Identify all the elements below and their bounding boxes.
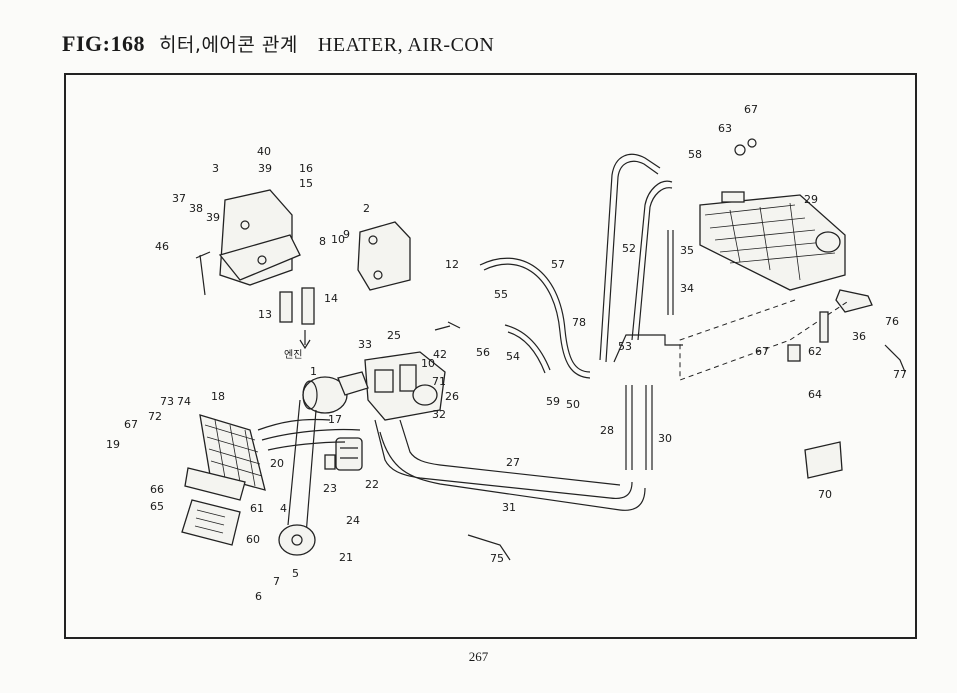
- callout: 28: [600, 424, 614, 437]
- figure-number: FIG:168: [62, 31, 145, 56]
- callout: 70: [818, 488, 832, 501]
- callout: 26: [445, 390, 459, 403]
- callout: 58: [688, 148, 702, 161]
- callout: 16: [299, 162, 313, 175]
- callout: 77: [893, 368, 907, 381]
- callout: 34: [680, 282, 694, 295]
- callout: 46: [155, 240, 169, 253]
- page-number: 267: [468, 649, 489, 664]
- callout-labels: 67 63 58 29 52 35 34 76 36 77 62 67 64 7…: [106, 103, 907, 603]
- figure-title: FIG:168 히터,에어콘 관계 HEATER, AIR-CON: [62, 30, 494, 57]
- tube: [819, 311, 829, 343]
- callout: 54: [506, 350, 520, 363]
- callout: 5: [292, 567, 299, 580]
- callout: 1: [310, 365, 317, 378]
- wire: [884, 344, 906, 373]
- callout: 38: [189, 202, 203, 215]
- bracket-assembly: [195, 189, 411, 350]
- callout: 55: [494, 288, 508, 301]
- valve-cluster: [364, 321, 461, 421]
- callout: 53: [618, 340, 632, 353]
- callout: 57: [551, 258, 565, 271]
- callout: 17: [328, 413, 342, 426]
- engine-label: 엔진: [284, 349, 302, 361]
- callout: 39: [258, 162, 272, 175]
- callout: 67: [755, 345, 769, 358]
- switch: [787, 344, 801, 362]
- callout: 8: [319, 235, 326, 248]
- dashed-guide: [679, 299, 851, 381]
- callout: 75: [490, 552, 504, 565]
- callout: 40: [257, 145, 271, 158]
- callout: 63: [718, 122, 732, 135]
- caution-label: [804, 441, 843, 479]
- callout: 39: [206, 211, 220, 224]
- callout: 4: [280, 502, 287, 515]
- callout: 59: [546, 395, 560, 408]
- callout: 25: [387, 329, 401, 342]
- callout: 20: [270, 457, 284, 470]
- callout: 32: [432, 408, 446, 421]
- diagram-frame: [64, 73, 917, 639]
- callout: 10: [421, 357, 435, 370]
- callout: 31: [502, 501, 516, 514]
- condenser: [181, 414, 266, 546]
- callout: 21: [339, 551, 353, 564]
- callout: 29: [804, 193, 818, 206]
- title-english: HEATER, AIR-CON: [317, 34, 495, 56]
- callout: 60: [246, 533, 260, 546]
- callout: 10: [331, 233, 345, 246]
- callout: 62: [808, 345, 822, 358]
- callout: 66: [150, 483, 164, 496]
- callout: 3: [212, 162, 219, 175]
- callout: 27: [506, 456, 520, 469]
- callout: 72: [148, 410, 162, 423]
- callout: 50: [566, 398, 580, 411]
- callout: 24: [346, 514, 360, 527]
- callout: 36: [852, 330, 866, 343]
- callout: 18: [211, 390, 225, 403]
- callout: 23: [323, 482, 337, 495]
- evaporator-unit: [699, 138, 873, 313]
- callout: 2: [363, 202, 370, 215]
- callout: 9: [343, 228, 350, 241]
- callout: 33: [358, 338, 372, 351]
- callout: 42: [433, 348, 447, 361]
- callout: 35: [680, 244, 694, 257]
- callout: 14: [324, 292, 338, 305]
- hose-lines: [479, 153, 674, 379]
- rod: [467, 534, 511, 561]
- callout: 52: [622, 242, 636, 255]
- callout: 61: [250, 502, 264, 515]
- receiver-drier: [324, 437, 363, 471]
- callout: 12: [445, 258, 459, 271]
- callout: 6: [255, 590, 262, 603]
- callout: 37: [172, 192, 186, 205]
- callout: 67: [744, 103, 758, 116]
- callout: 76: [885, 315, 899, 328]
- title-korean: 히터,에어콘 관계: [158, 34, 298, 56]
- callout: 19: [106, 438, 120, 451]
- refrigerant-pipes: [257, 385, 653, 511]
- callout: 15: [299, 177, 313, 190]
- callout: 56: [476, 346, 490, 359]
- callout: 78: [572, 316, 586, 329]
- compressor: [278, 371, 369, 556]
- callout: 71: [432, 375, 446, 388]
- callout: 22: [365, 478, 379, 491]
- callout: 65: [150, 500, 164, 513]
- callout: 30: [658, 432, 672, 445]
- callout: 67: [124, 418, 138, 431]
- callout: 74: [177, 395, 191, 408]
- callout: 73: [160, 395, 174, 408]
- callout: 7: [273, 575, 280, 588]
- callout: 13: [258, 308, 272, 321]
- callout: 64: [808, 388, 822, 401]
